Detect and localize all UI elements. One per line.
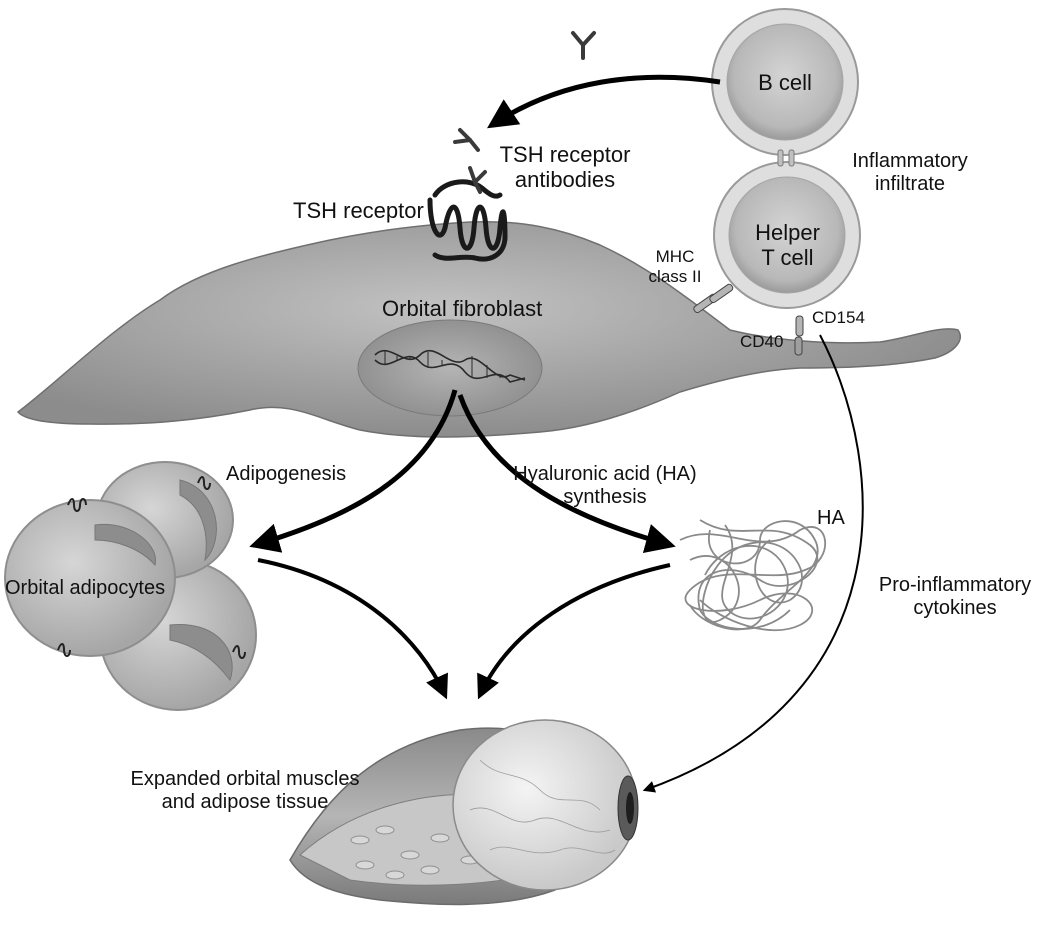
hyaluronic-acid-mesh-icon [679,519,827,632]
arrow-ha-to-eye [477,563,671,700]
b-cell-label: B cell [758,70,812,95]
b-t-synapse [777,149,795,167]
antibody-icon [453,31,596,194]
orbital-adipocytes [4,461,257,711]
fibroblast-nucleus [357,319,543,417]
mhc-class-ii-label: MHC class II [648,247,702,286]
tsh-receptor-icon [57,476,246,659]
arrow-cytokines-to-eye [642,334,864,793]
ha-label: HA [817,507,845,529]
eye-icon [289,719,639,906]
tsh-receptor-antibodies-label: TSH receptor antibodies [499,142,631,193]
mhc-receptor-icon [693,283,734,314]
arrow-to-ha-synthesis [457,394,676,554]
orbital-fibroblast-label: Orbital fibroblast [382,296,543,321]
inflammatory-infiltrate-label: Inflammatory infiltrate [852,150,968,195]
cd154-label: CD154 [812,308,865,327]
helper-t-cell-label: Helper T cell [755,220,820,271]
pro-inflammatory-cytokines-label: Pro-inflammatory cytokines [878,574,1032,619]
tsh-receptor-label: TSH receptor [293,198,424,223]
expanded-tissue-label: Expanded orbital muscles and adipose tis… [130,768,360,813]
adipogenesis-label: Adipogenesis [226,463,347,485]
arrow-adipocytes-to-eye [257,558,448,700]
orbital-adipocytes-label: Orbital adipocytes [5,577,166,599]
arrow-to-adipogenesis [249,389,458,553]
tsh-receptor-icon [427,197,508,262]
cd154-ligand-icon [795,315,804,337]
arrows [249,74,864,793]
dna-helix-icon [374,349,526,383]
cd40-receptor-icon [794,336,803,356]
ha-synthesis-label: Hyaluronic acid (HA) synthesis [513,463,697,508]
arrow-b-cell-to-antibodies [486,74,721,129]
cd40-label: CD40 [740,332,784,351]
